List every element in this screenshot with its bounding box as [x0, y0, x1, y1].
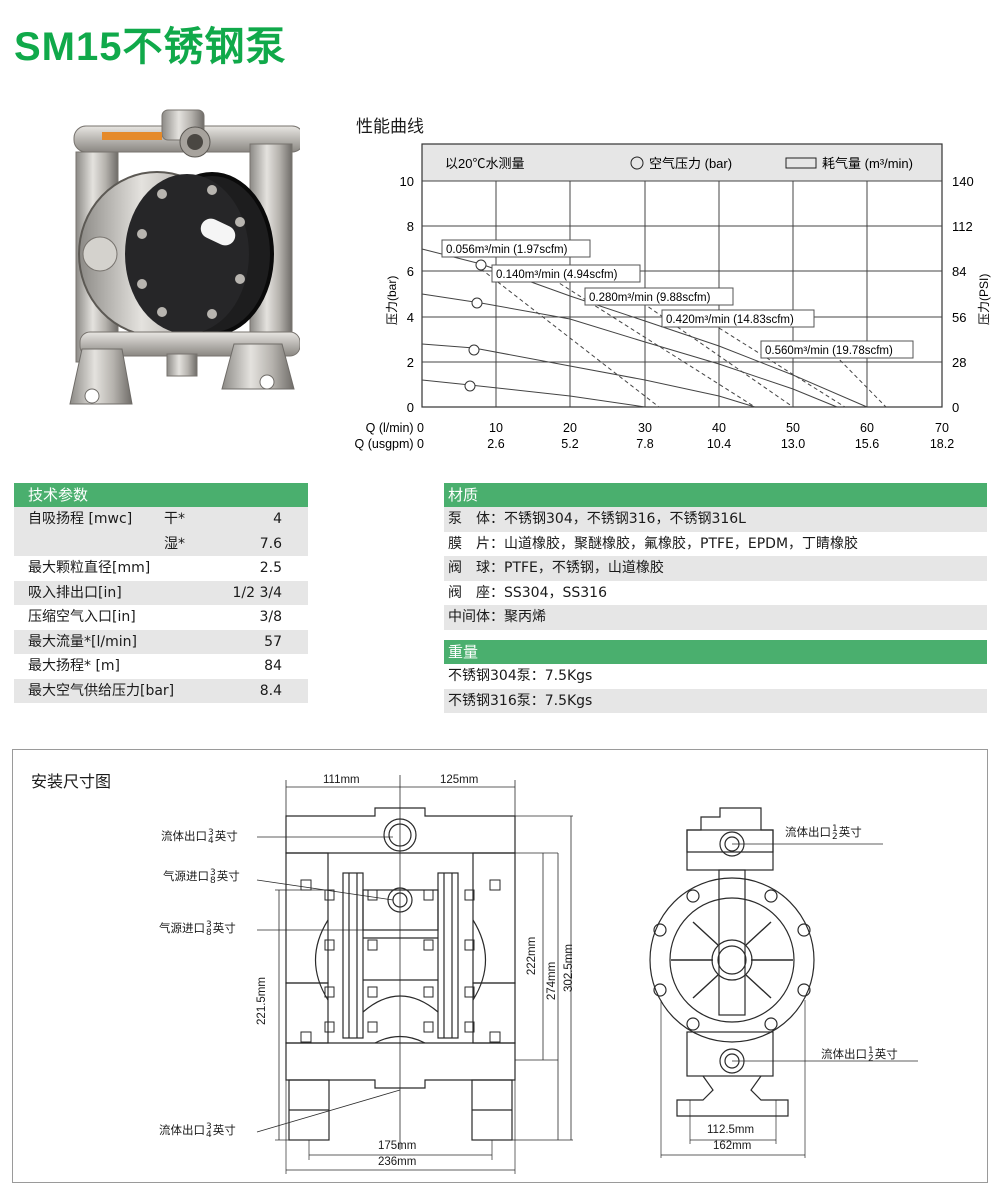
dim-274: 274mm — [546, 961, 559, 1001]
dim-175: 175mm — [378, 1140, 417, 1152]
tech-header: 技术参数 — [14, 483, 308, 507]
dim-302: 302.5mm — [562, 944, 575, 992]
dim-221: 221.5mm — [255, 977, 268, 1025]
svg-text:20: 20 — [563, 421, 577, 435]
materials-header: 材质 — [444, 483, 987, 507]
table-row: 最大扬程* [m] 84 — [28, 658, 282, 674]
svg-text:28: 28 — [952, 355, 966, 370]
svg-text:0.420m³/min (14.83scfm): 0.420m³/min (14.83scfm) — [666, 314, 794, 326]
install-dimensions-panel: 安装尺寸图 — [12, 749, 988, 1183]
table-row: 压缩空气入口[in] 3/8 — [28, 609, 282, 625]
svg-text:5.2: 5.2 — [561, 437, 578, 451]
dim-222: 222mm — [526, 936, 539, 976]
svg-text:0.560m³/min (19.78scfm): 0.560m³/min (19.78scfm) — [765, 345, 893, 357]
svg-text:15.6: 15.6 — [855, 437, 879, 451]
svg-text:8: 8 — [407, 219, 414, 234]
dim-112: 112.5mm — [707, 1124, 755, 1136]
table-row: 阀 球：PTFE，不锈钢，山道橡胶 — [444, 556, 987, 581]
svg-text:50: 50 — [786, 421, 800, 435]
svg-text:56: 56 — [952, 310, 966, 325]
svg-text:60: 60 — [860, 421, 874, 435]
svg-text:2.6: 2.6 — [487, 437, 504, 451]
product-name: 不锈钢泵 — [122, 24, 287, 70]
dim-111: 111mm — [323, 774, 360, 786]
svg-text:40: 40 — [712, 421, 726, 435]
svg-text:18.2: 18.2 — [930, 437, 954, 451]
dim-125: 125mm — [440, 774, 479, 786]
chart-note: 以20℃水测量 — [445, 156, 524, 171]
svg-text:2: 2 — [407, 355, 414, 370]
model-name: SM15 — [14, 25, 123, 69]
dim-236: 236mm — [378, 1156, 417, 1168]
svg-text:70: 70 — [935, 421, 949, 435]
svg-text:0.280m³/min (9.88scfm): 0.280m³/min (9.88scfm) — [589, 292, 711, 304]
table-row: 最大空气供给压力[bar] 8.4 — [14, 678, 308, 703]
chart-title: 性能曲线 — [356, 117, 424, 137]
svg-text:Q (usgpm) 0: Q (usgpm) 0 — [355, 437, 425, 451]
table-row: 最大流量*[l/min] 57 — [14, 629, 308, 654]
weight-header: 重量 — [444, 640, 987, 664]
svg-text:140: 140 — [952, 174, 974, 189]
svg-text:10: 10 — [400, 174, 414, 189]
svg-text:10: 10 — [489, 421, 503, 435]
materials-table: 材质 泵 体：不锈钢304，不锈钢316，不锈钢316L 膜 片：山道橡胶，聚醚… — [444, 483, 987, 630]
legend-air: 耗气量 (m³/min) — [822, 156, 913, 171]
table-row: 湿* 7.6 — [14, 531, 308, 556]
table-row: 不锈钢316泵：7.5Kgs — [444, 688, 987, 713]
weight-table: 重量 不锈钢304泵：7.5Kgs 不锈钢316泵：7.5Kgs — [444, 640, 987, 713]
table-row: 中间体：聚丙烯 — [444, 605, 987, 630]
table-row: 吸入排出口[in] 1/2 3/4 — [14, 580, 308, 605]
svg-text:30: 30 — [638, 421, 652, 435]
table-row: 不锈钢304泵：7.5Kgs — [448, 668, 593, 684]
svg-text:Q (l/min) 0: Q (l/min) 0 — [366, 421, 424, 435]
svg-text:112: 112 — [952, 219, 973, 234]
dim-162: 162mm — [713, 1140, 752, 1152]
table-row: 最大颗粒直径[mm] 2.5 — [28, 560, 282, 576]
table-row: 阀 座：SS304，SS316 — [448, 584, 607, 601]
legend-pressure: 空气压力 (bar) — [649, 156, 732, 171]
svg-text:4: 4 — [407, 310, 414, 325]
svg-text:13.0: 13.0 — [781, 437, 805, 451]
svg-text:0: 0 — [407, 400, 414, 415]
svg-text:0.056m³/min (1.97scfm): 0.056m³/min (1.97scfm) — [446, 244, 568, 256]
front-view-drawing — [256, 775, 918, 1174]
page-title: SM15不锈钢泵 — [14, 14, 287, 72]
svg-text:6: 6 — [407, 264, 414, 279]
svg-text:84: 84 — [952, 264, 966, 279]
svg-text:0: 0 — [952, 400, 959, 415]
table-row: 泵 体：不锈钢304，不锈钢316，不锈钢316L — [444, 507, 987, 532]
table-row: 自吸扬程 [mwc] 干* 4 — [14, 507, 308, 532]
svg-text:10.4: 10.4 — [707, 437, 731, 451]
svg-text:压力(bar): 压力(bar) — [385, 276, 399, 325]
table-row: 膜 片：山道橡胶，聚醚橡胶，氟橡胶，PTFE，EPDM，丁睛橡胶 — [448, 535, 859, 552]
install-title: 安装尺寸图 — [31, 772, 112, 791]
svg-text:7.8: 7.8 — [636, 437, 653, 451]
pump-photo — [69, 109, 300, 405]
svg-text:0.140m³/min (4.94scfm): 0.140m³/min (4.94scfm) — [496, 269, 618, 281]
tech-params-table: 技术参数 自吸扬程 [mwc] 干* 4 湿* 7.6 最大颗粒直径[mm] 2… — [14, 483, 308, 703]
svg-text:压力(PSI): 压力(PSI) — [977, 274, 991, 325]
